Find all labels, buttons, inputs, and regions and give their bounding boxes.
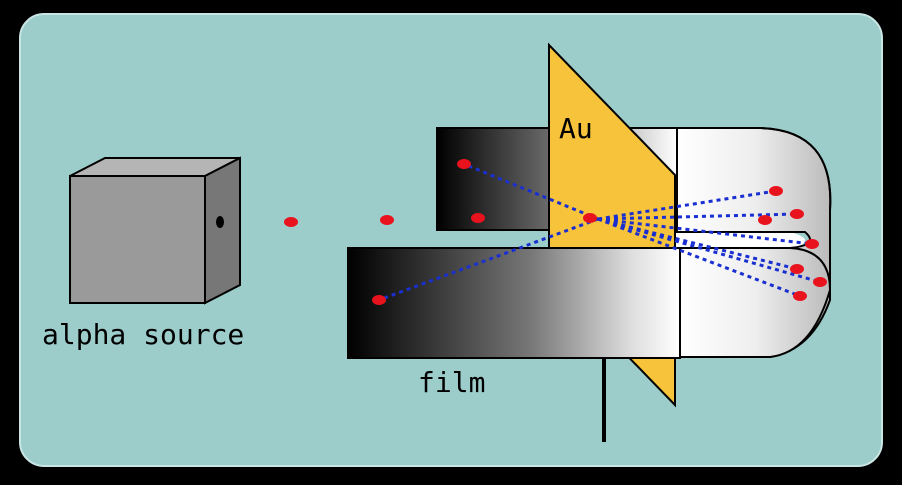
alpha-particle (457, 159, 471, 169)
alpha-particles (284, 159, 827, 305)
alpha-particle (583, 213, 597, 223)
alpha-particle (380, 215, 394, 225)
film-label: film (418, 366, 485, 399)
alpha-particle (790, 264, 804, 274)
foil-label: Au (559, 112, 593, 145)
film-front-strip (347, 247, 681, 359)
film-curve-edge (759, 127, 832, 300)
alpha-particle (793, 291, 807, 301)
alpha-particle (805, 239, 819, 249)
alpha-particle (758, 215, 772, 225)
trajectory-forward-3 (597, 217, 813, 246)
film-inner-opening (670, 232, 805, 250)
alpha-particle (471, 213, 485, 223)
alpha-particle (284, 217, 298, 227)
alpha-source-box (69, 156, 241, 305)
source-box-side (204, 156, 241, 305)
alpha-source-label: alpha source (42, 318, 244, 351)
trajectory-backscatter-upper (463, 162, 599, 221)
trajectory-forward-1 (597, 189, 777, 221)
trajectory-backscatter-lower (378, 217, 599, 302)
trajectory-forward-2 (597, 212, 798, 221)
alpha-particle (790, 209, 804, 219)
alpha-particle (769, 186, 783, 196)
alpha-particle (813, 277, 827, 287)
source-aperture (216, 216, 224, 228)
alpha-particle (372, 295, 386, 305)
trajectory-forward-5 (597, 217, 821, 284)
source-box-front (69, 175, 206, 304)
scattering-trajectories (378, 162, 821, 302)
